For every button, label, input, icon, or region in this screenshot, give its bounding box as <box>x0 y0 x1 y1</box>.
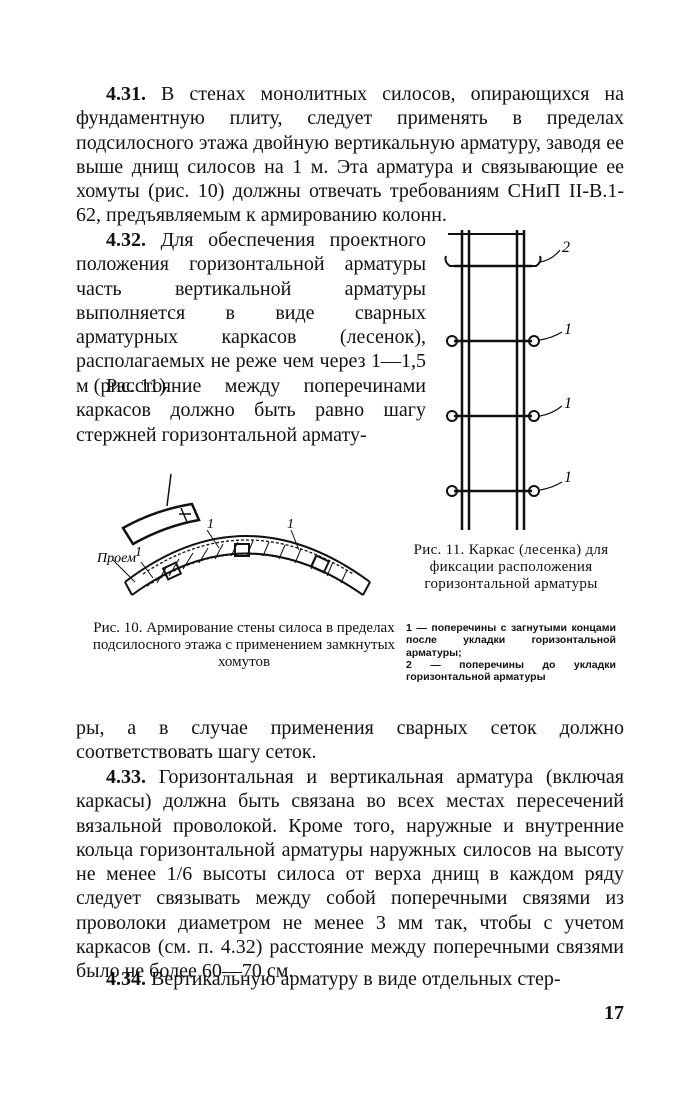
figure-11-caption: Рис. 11. Каркас (лесенка) для фиксации р… <box>413 542 609 592</box>
ladder-frame <box>444 230 563 530</box>
detached-wall-fragment <box>121 473 201 546</box>
paragraph-text: Вертикальную арматуру в виде отдельных с… <box>151 968 561 990</box>
paragraph-4-33: 4.33. Горизонтальная и вертикальная арма… <box>76 765 624 984</box>
label-1: 1 <box>564 395 572 412</box>
paragraph-4-31: 4.31. В стенах монолитных силосов, опира… <box>76 82 624 228</box>
label-1: 1 <box>207 517 214 532</box>
paragraph-text: Расстояние между поперечинами каркасов д… <box>76 375 426 446</box>
label-2: 2 <box>562 239 570 256</box>
section-number: 4.34. <box>106 968 146 990</box>
label-1: 1 <box>564 321 572 338</box>
paragraph-text: В стенах монолитных силосов, опирающихся… <box>76 83 624 227</box>
label-opening: Проем <box>96 551 136 566</box>
paragraph-4-32: 4.32. Для обеспечения проектного положен… <box>76 228 426 398</box>
paragraph-4-32-continued: ры, а в случае применения сварных сеток … <box>76 716 624 765</box>
paragraph-4-32-part2: Расстояние между поперечинами каркасов д… <box>76 374 426 447</box>
section-number: 4.31. <box>106 83 146 105</box>
paragraph-4-34: 4.34. Вертикальную арматуру в виде отдел… <box>76 967 624 991</box>
figure-10-silo-wall-reinforcement: Проем 1 1 1 <box>96 473 371 596</box>
silo-wall-section <box>112 529 371 596</box>
paragraph-text: ры, а в случае применения сварных сеток … <box>76 717 624 764</box>
label-1: 1 <box>287 517 294 532</box>
figure-11-ladder-frame: 2 1 1 1 <box>444 230 572 530</box>
label-1: 1 <box>564 469 572 486</box>
figure-10-caption: Рис. 10. Армирование стены силоса в пред… <box>92 620 396 670</box>
paragraph-text: Для обеспечения проектного положения гор… <box>76 229 426 397</box>
section-number: 4.33. <box>106 766 146 788</box>
paragraph-text: Горизонтальная и вертикальная арматура (… <box>76 766 624 983</box>
legend-item: 1 — поперечины с загнутыми концами после… <box>406 622 616 659</box>
legend-item: 2 — поперечины до укладки горизонтальной… <box>406 658 616 684</box>
figure-11-legend: 1 — поперечины с загнутыми концами после… <box>406 622 616 683</box>
section-number: 4.32. <box>106 229 146 251</box>
label-1: 1 <box>135 545 142 560</box>
page-number: 17 <box>604 1002 624 1024</box>
